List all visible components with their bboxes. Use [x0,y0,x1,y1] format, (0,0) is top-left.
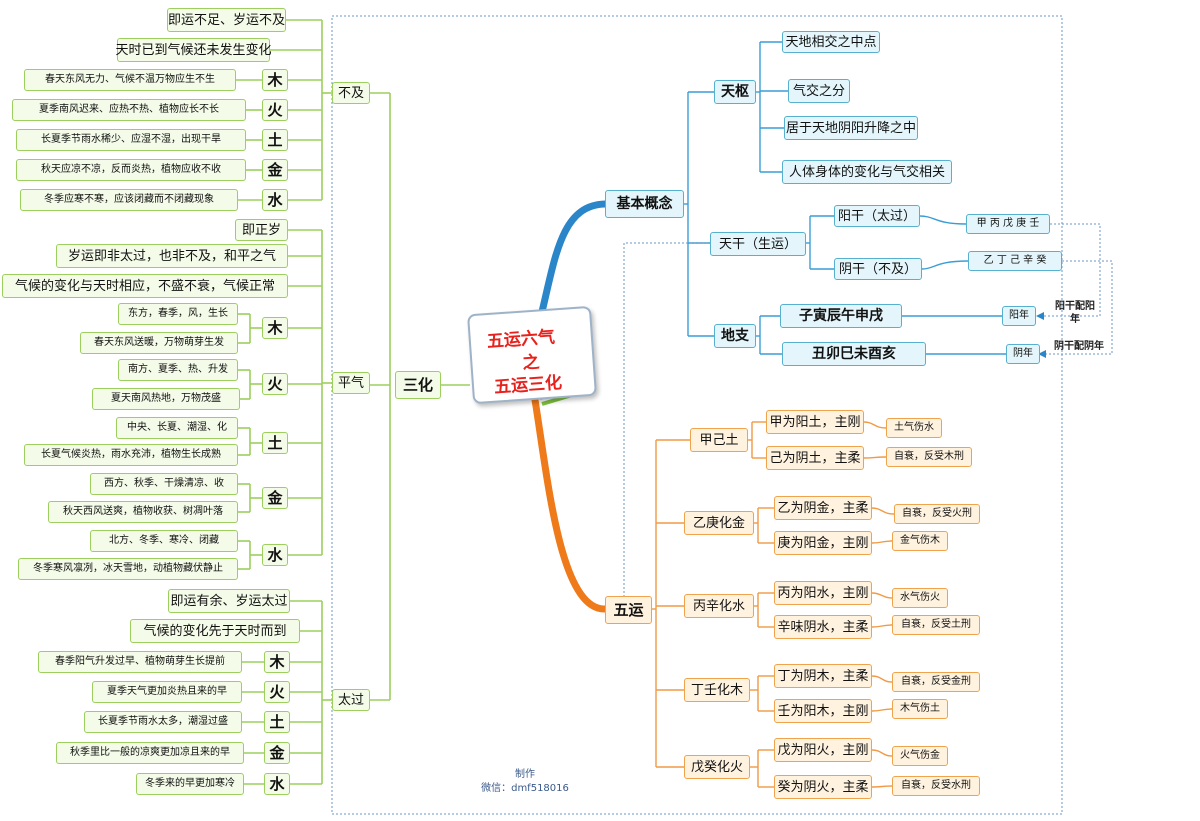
center-topic: 五运六气 之 五运三化 [467,305,597,405]
jiaji-row-2[interactable]: 己为阴土，主柔 [766,446,864,470]
pingqi-wood-desc-1[interactable]: 东方，春季，风，生长 [118,303,238,325]
buji-element-water[interactable]: 水 [262,189,288,211]
jiaji-row-1[interactable]: 甲为阳土，主刚 [766,410,864,434]
dingren-row-1[interactable]: 丁为阴木，主柔 [774,664,872,688]
wuyun-node[interactable]: 五运 [605,596,652,624]
buji-wood-desc[interactable]: 春天东风无力、气候不温万物应生不生 [24,69,236,91]
pingqi-element-earth[interactable]: 土 [262,432,288,454]
jiaji-tu-node[interactable]: 甲己土 [690,428,748,452]
sanhua-node[interactable]: 三化 [395,371,441,399]
taiguo-element-water[interactable]: 水 [264,773,290,795]
pingqi-earth-desc-1[interactable]: 中央、长夏、潮湿、化 [116,417,238,439]
wugui-note-2[interactable]: 自衰，反受水刑 [892,776,980,796]
buji-element-fire[interactable]: 火 [262,99,288,121]
taiguo-fire-desc[interactable]: 夏季天气更加炎热且来的早 [92,681,242,703]
pingqi-metal-desc-1[interactable]: 西方、秋季、干燥清凉、收 [90,473,238,495]
bingxin-row-1[interactable]: 丙为阳水，主刚 [774,581,872,605]
pingqi-water-desc-1[interactable]: 北方、冬季、寒冷、闭藏 [90,530,238,552]
dingren-mu-node[interactable]: 丁壬化木 [684,678,750,702]
pingqi-metal-desc-2[interactable]: 秋天西风送爽，植物收获、树凋叶落 [48,501,238,523]
dingren-row-2[interactable]: 壬为阳木，主刚 [774,699,872,723]
credit-wechat: 微信：dmf518016 [481,783,569,794]
pingqi-water-desc-2[interactable]: 冬季寒风凛冽，冰天雪地，动植物藏伏静止 [18,558,238,580]
jiaji-note-1[interactable]: 土气伤水 [886,418,942,438]
buji-item-1[interactable]: 即运不足、岁运不及 [167,8,286,32]
bingxin-row-2[interactable]: 辛味阴水，主柔 [774,615,872,639]
dizhi-yin-branches[interactable]: 丑卯巳未酉亥 [782,342,926,366]
pingqi-element-wood[interactable]: 木 [262,317,288,339]
tianshu-item-1[interactable]: 天地相交之中点 [782,31,880,53]
dingren-note-1[interactable]: 自衰，反受金刑 [892,672,980,692]
taiguo-node[interactable]: 太过 [332,689,370,711]
pingqi-item-1[interactable]: 即正岁 [235,219,288,241]
taiguo-water-desc[interactable]: 冬季来的早更加寒冷 [136,773,244,795]
tianshu-item-4[interactable]: 人体身体的变化与气交相关 [782,160,952,184]
dizhi-yang-branches[interactable]: 子寅辰午申戌 [780,304,902,328]
buji-water-desc[interactable]: 冬季应寒不寒，应该闭藏而不闭藏现象 [20,189,238,211]
jiaji-note-2[interactable]: 自衰，反受木刑 [886,447,972,467]
yingan-peiyin-note: 阴干配阴年 [1054,341,1104,352]
pingqi-element-fire[interactable]: 火 [262,373,288,395]
bingxin-note-1[interactable]: 水气伤火 [892,588,948,608]
wugui-row-2[interactable]: 癸为阴火，主柔 [774,775,872,799]
yigeng-note-1[interactable]: 自衰，反受火刑 [894,504,980,524]
yanggan-node[interactable]: 阳干（太过） [834,205,920,227]
bingxin-shui-node[interactable]: 丙辛化水 [684,594,754,618]
taiguo-item-1[interactable]: 即运有余、岁运太过 [168,589,290,613]
pingqi-element-water[interactable]: 水 [262,544,288,566]
pingqi-element-metal[interactable]: 金 [262,487,288,509]
yingan-list[interactable]: 乙 丁 己 辛 癸 [968,251,1062,271]
pingqi-fire-desc-1[interactable]: 南方、夏季、热、升发 [118,359,238,381]
yigeng-jin-node[interactable]: 乙庚化金 [684,511,754,535]
dingren-note-2[interactable]: 木气伤土 [892,699,948,719]
yanggan-list[interactable]: 甲 丙 戊 庚 壬 [966,214,1050,234]
taiguo-wood-desc[interactable]: 春季阳气升发过早、植物萌芽生长提前 [38,651,242,673]
jiben-gainian-node[interactable]: 基本概念 [605,190,684,218]
wugui-row-1[interactable]: 戊为阳火，主刚 [774,738,872,762]
pingqi-fire-desc-2[interactable]: 夏天南风热地，万物茂盛 [92,388,240,410]
taiguo-element-wood[interactable]: 木 [264,651,290,673]
wugui-note-1[interactable]: 火气伤金 [892,746,948,766]
taiguo-element-earth[interactable]: 土 [264,711,290,733]
tianshu-item-3[interactable]: 居于天地阴阳升降之中 [784,116,918,140]
taiguo-element-metal[interactable]: 金 [264,742,290,764]
buji-element-earth[interactable]: 土 [262,129,288,151]
buji-node[interactable]: 不及 [332,82,370,104]
credit-label: 制作 [515,769,535,780]
yanggan-peiyang-note: 阳干配阳年 [1055,301,1095,325]
tianshu-node[interactable]: 天枢 [714,80,756,104]
taiguo-metal-desc[interactable]: 秋季里比一般的凉爽更加凉且来的早 [56,742,244,764]
buji-earth-desc[interactable]: 长夏季节雨水稀少、应湿不湿，出现干旱 [16,129,246,151]
yigeng-note-2[interactable]: 金气伤木 [892,531,948,551]
yinnian-tag[interactable]: 阴年 [1006,344,1040,364]
yigeng-row-1[interactable]: 乙为阴金，主柔 [774,496,872,520]
center-title-line1: 五运六气 [486,327,556,353]
buji-item-2[interactable]: 天时已到气候还未发生变化 [116,38,272,62]
tianshu-item-2[interactable]: 气交之分 [788,79,850,103]
taiguo-earth-desc[interactable]: 长夏季节雨水太多，潮湿过盛 [84,711,242,733]
pingqi-node[interactable]: 平气 [332,372,370,394]
pingqi-item-2[interactable]: 岁运即非太过，也非不及，和平之气 [56,244,288,268]
buji-fire-desc[interactable]: 夏季南风迟来、应热不热、植物应长不长 [12,99,246,121]
center-title-line3: 五运三化 [493,372,563,398]
tiangan-node[interactable]: 天干（生运） [710,232,806,256]
yangnian-tag[interactable]: 阳年 [1002,306,1036,326]
taiguo-element-fire[interactable]: 火 [264,681,290,703]
buji-metal-desc[interactable]: 秋天应凉不凉，反而炎热，植物应收不收 [16,159,246,181]
buji-element-metal[interactable]: 金 [262,159,288,181]
taiguo-item-2[interactable]: 气候的变化先于天时而到 [130,619,300,643]
buji-element-wood[interactable]: 木 [262,69,288,91]
yigeng-row-2[interactable]: 庚为阳金，主刚 [774,531,872,555]
pingqi-wood-desc-2[interactable]: 春天东风送暖，万物萌芽生发 [80,332,238,354]
bingxin-note-2[interactable]: 自衰，反受土刑 [892,615,980,635]
dizhi-node[interactable]: 地支 [714,324,756,348]
pingqi-earth-desc-2[interactable]: 长夏气候炎热，雨水充沛，植物生长成熟 [24,444,238,466]
pingqi-item-3[interactable]: 气候的变化与天时相应，不盛不衰，气候正常 [2,274,288,298]
wugui-huo-node[interactable]: 戊癸化火 [684,755,750,779]
yingan-node[interactable]: 阴干（不及） [834,258,922,280]
